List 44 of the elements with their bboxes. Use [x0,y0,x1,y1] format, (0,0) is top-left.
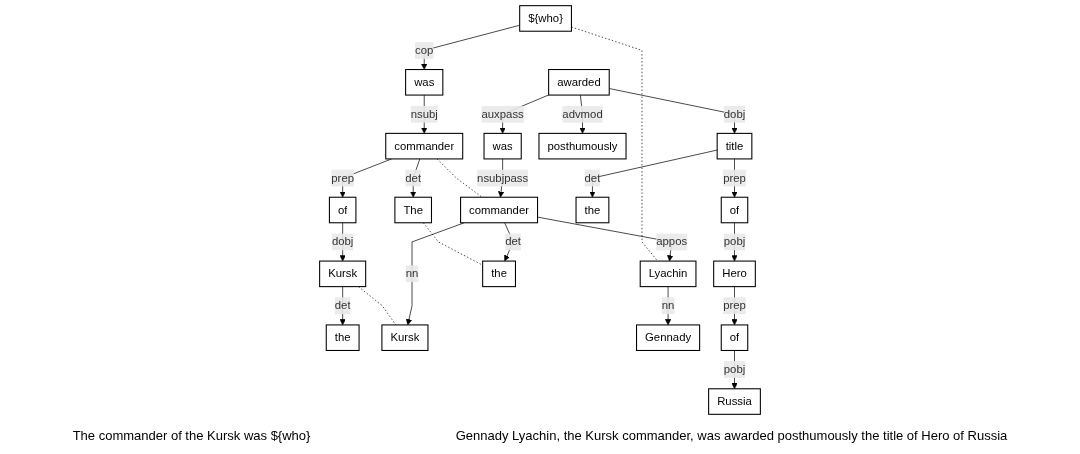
edge-label: dobj [331,235,354,248]
edge-label: nsubj [410,107,438,120]
edge-label: cop [415,43,434,57]
node-box: Lyachin [639,260,697,288]
node-box: the [325,324,360,351]
edge-label: det [334,299,351,312]
node-box: awarded [548,69,610,96]
node-box: was [483,132,522,160]
node-box: of [720,196,749,224]
edge-label: prep [723,299,746,312]
edge-label: nn [661,299,675,312]
edge-label: prep [723,171,746,184]
node-box: commander [460,196,539,224]
edge-label: nn [405,267,419,280]
node-box: Kursk [381,324,429,351]
node-box: Gennady [636,324,701,351]
edge-label: det [405,171,422,184]
edge-label: nsubjpass [477,171,529,184]
edge-label: det [505,235,522,248]
node-box: posthumously [538,132,627,160]
edge-label: det [584,171,601,184]
node-box: The [394,196,432,224]
edge-label: advmod [562,107,603,120]
node-box: commander [385,132,464,160]
node-box: Russia [708,388,761,415]
edge-label: pobj [723,235,746,248]
node-box: of [328,196,357,224]
node-box: the [482,260,516,288]
node-box: of [720,324,749,351]
sentence-caption: Gennady Lyachin, the Kursk commander, was awarded posthumously the title of Hero of Russia [455,427,1008,443]
connector [358,286,397,326]
edge-label: auxpass [481,107,524,120]
edge-label: dobj [723,107,746,120]
edge-label: appos [656,235,688,248]
node-box: was [405,69,444,96]
edge-label: prep [331,171,355,184]
node-box: the [575,196,610,224]
node-box: title [716,132,753,160]
node-box: Kursk [319,260,367,288]
node-box: ${who} [519,5,572,32]
edge-label: pobj [723,363,746,376]
connector [422,222,483,266]
sentence-caption: The commander of the Kursk was ${who} [72,427,311,443]
node-box: Hero [713,260,756,288]
